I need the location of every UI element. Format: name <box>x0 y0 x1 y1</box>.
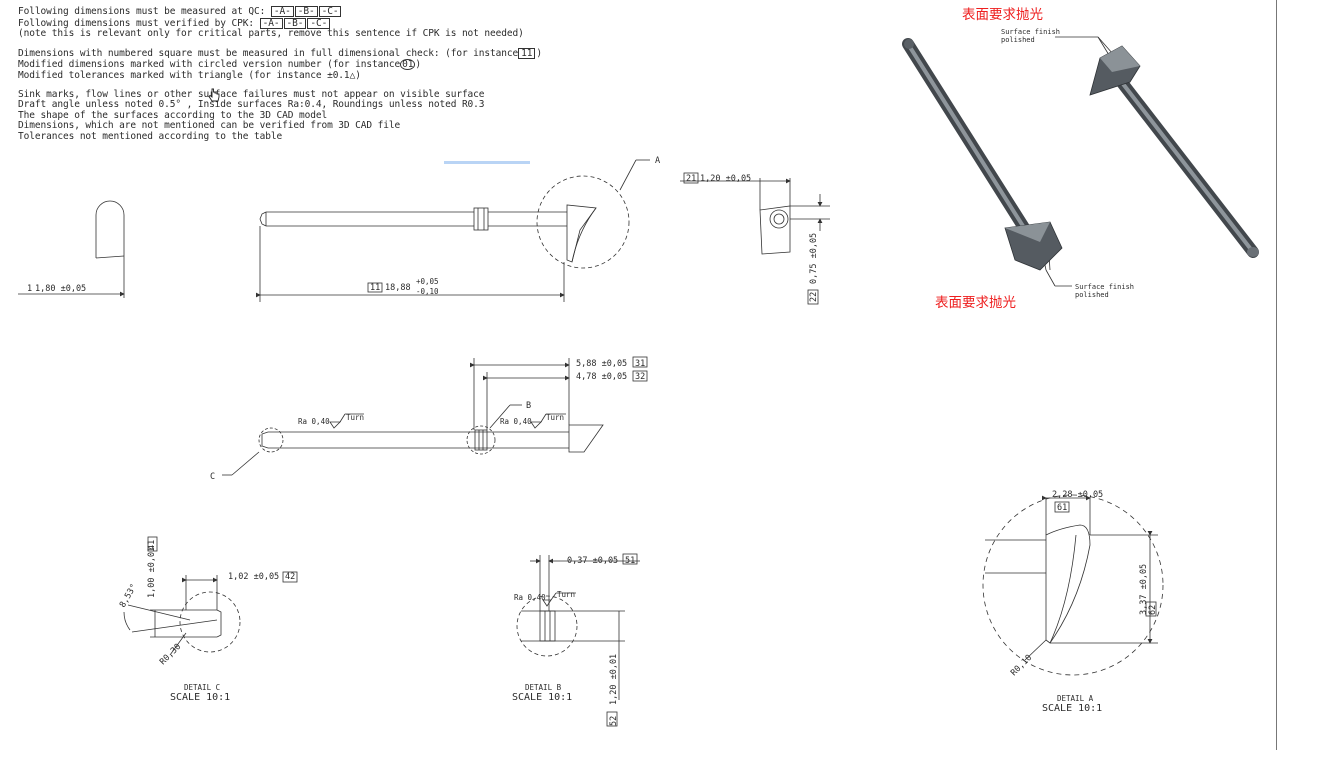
dim-width-1-box: 1 <box>27 284 32 294</box>
datum-b-box: -B- <box>294 6 318 17</box>
notes-shape: The shape of the surfaces according to t… <box>18 109 328 121</box>
triangle-icon: △ <box>349 69 356 81</box>
dim-pos-1: 5,88 ±0,05 <box>576 359 627 369</box>
detail-c-title: DETAIL C <box>184 683 220 692</box>
dim-side-1-box: 21 <box>686 174 696 184</box>
dim-length-tol-upper: +0,05 <box>416 277 439 286</box>
dim-c-radius: R0,30 <box>158 642 183 667</box>
notes-numbered-square: Dimensions with numbered square must be … <box>18 47 543 59</box>
middle-pin-view <box>222 356 648 476</box>
dim-b-groove: 0,37 ±0,05 <box>567 556 618 566</box>
dim-c-len: 1,02 ±0,05 <box>228 572 279 582</box>
tip-end-view <box>18 200 125 298</box>
callout-a: A <box>655 156 660 166</box>
detail-c-view <box>123 536 298 656</box>
sf-top-2: polished <box>1001 36 1035 44</box>
hand-cursor-icon <box>208 88 220 102</box>
turn-label-2: Turn <box>546 413 564 422</box>
example-square: 11 <box>518 47 536 59</box>
dim-c-height-box: 41 <box>147 540 157 550</box>
dim-b-dia-box: 52 <box>609 716 619 726</box>
dim-a-height-box: 62 <box>1148 605 1158 615</box>
dim-a-width-box: 61 <box>1057 503 1067 513</box>
detail-a-view <box>982 494 1164 676</box>
sf-bottom-1: Surface finish <box>1075 283 1134 291</box>
notes-cpk-note: (note this is relevant only for critical… <box>18 28 524 40</box>
detail-a-title: DETAIL A <box>1057 694 1094 703</box>
dim-pos-1-box: 31 <box>635 359 645 369</box>
datum-c-box: -C- <box>307 17 331 29</box>
dim-width-1: 1,80 ±0,05 <box>35 284 86 294</box>
dim-b-groove-box: 51 <box>625 556 635 566</box>
detail-c-scale: SCALE 10:1 <box>170 692 230 703</box>
cn-surface-note-top: 表面要求抛光 <box>962 7 1043 23</box>
notes-dims-cad: Dimensions, which are not mentioned can … <box>18 120 401 132</box>
notes-qc-line: Following dimensions must be measured at… <box>18 6 542 18</box>
dim-pos-2: 4,78 ±0,05 <box>576 372 627 382</box>
detail-b-title: DETAIL B <box>525 683 562 692</box>
datum-c-box: -C- <box>318 6 342 17</box>
dim-c-height: 1,00 ±0,01 <box>147 547 157 598</box>
dim-a-height: 3,37 ±0,05 <box>1139 564 1149 615</box>
detail-b-view <box>516 553 640 727</box>
dim-side-2: 0,75 ±0,05 <box>809 233 819 284</box>
text-selection-highlight <box>444 161 530 164</box>
side-section-view <box>680 172 830 305</box>
ra-label-2: Ra 0,40 <box>500 417 532 426</box>
dim-pos-2-box: 32 <box>635 372 645 382</box>
turn-label-1: Turn <box>346 413 364 422</box>
callout-b: B <box>526 401 531 411</box>
iso-pin-right <box>1089 45 1259 258</box>
datum-a-box: -A- <box>259 17 283 29</box>
notes-draft: Draft angle unless noted 0.5° , Inside s… <box>18 99 485 111</box>
notes-triangle: Modified tolerances marked with triangle… <box>18 69 361 81</box>
drawing-notes: Following dimensions must be measured at… <box>18 6 542 143</box>
page-border <box>1276 0 1277 750</box>
dim-side-2-box: 22 <box>809 292 819 302</box>
dim-length-box: 11 <box>370 283 380 293</box>
dim-b-dia: 1,20 ±0,01 <box>609 654 619 705</box>
sf-bottom-2: polished <box>1075 291 1109 299</box>
dim-c-len-box: 42 <box>285 572 295 582</box>
datum-b-box: -B- <box>283 17 307 29</box>
iso-pin-left <box>902 38 1063 271</box>
example-circle: 01 <box>400 59 416 71</box>
detail-a-scale: SCALE 10:1 <box>1042 703 1102 714</box>
ra-label-3: Ra 0,40 <box>514 593 546 602</box>
ra-label-1: Ra 0,40 <box>298 417 330 426</box>
dim-a-radius: R0,10 <box>1009 653 1034 678</box>
main-pin-side-view <box>256 159 650 302</box>
detail-b-scale: SCALE 10:1 <box>512 692 572 703</box>
dim-length-tol-lower: -0,10 <box>416 287 439 296</box>
datum-a-box: -A- <box>270 6 294 17</box>
notes-cpk-line: Following dimensions must verified by CP… <box>18 17 542 30</box>
dim-a-width: 2,28 ±0,05 <box>1052 490 1103 500</box>
notes-circled-version: Modified dimensions marked with circled … <box>18 59 422 71</box>
turn-label-3: Turn <box>557 590 575 599</box>
dim-c-angle: 8,53° <box>118 582 139 609</box>
sf-top-1: Surface finish <box>1001 28 1060 36</box>
dim-length: 18,88 <box>385 283 411 293</box>
callout-c: C <box>210 472 215 482</box>
cn-surface-note-bottom: 表面要求抛光 <box>935 295 1016 311</box>
dim-side-1: 1,20 ±0,05 <box>700 174 751 184</box>
notes-tolerances: Tolerances not mentioned according to th… <box>18 130 283 142</box>
